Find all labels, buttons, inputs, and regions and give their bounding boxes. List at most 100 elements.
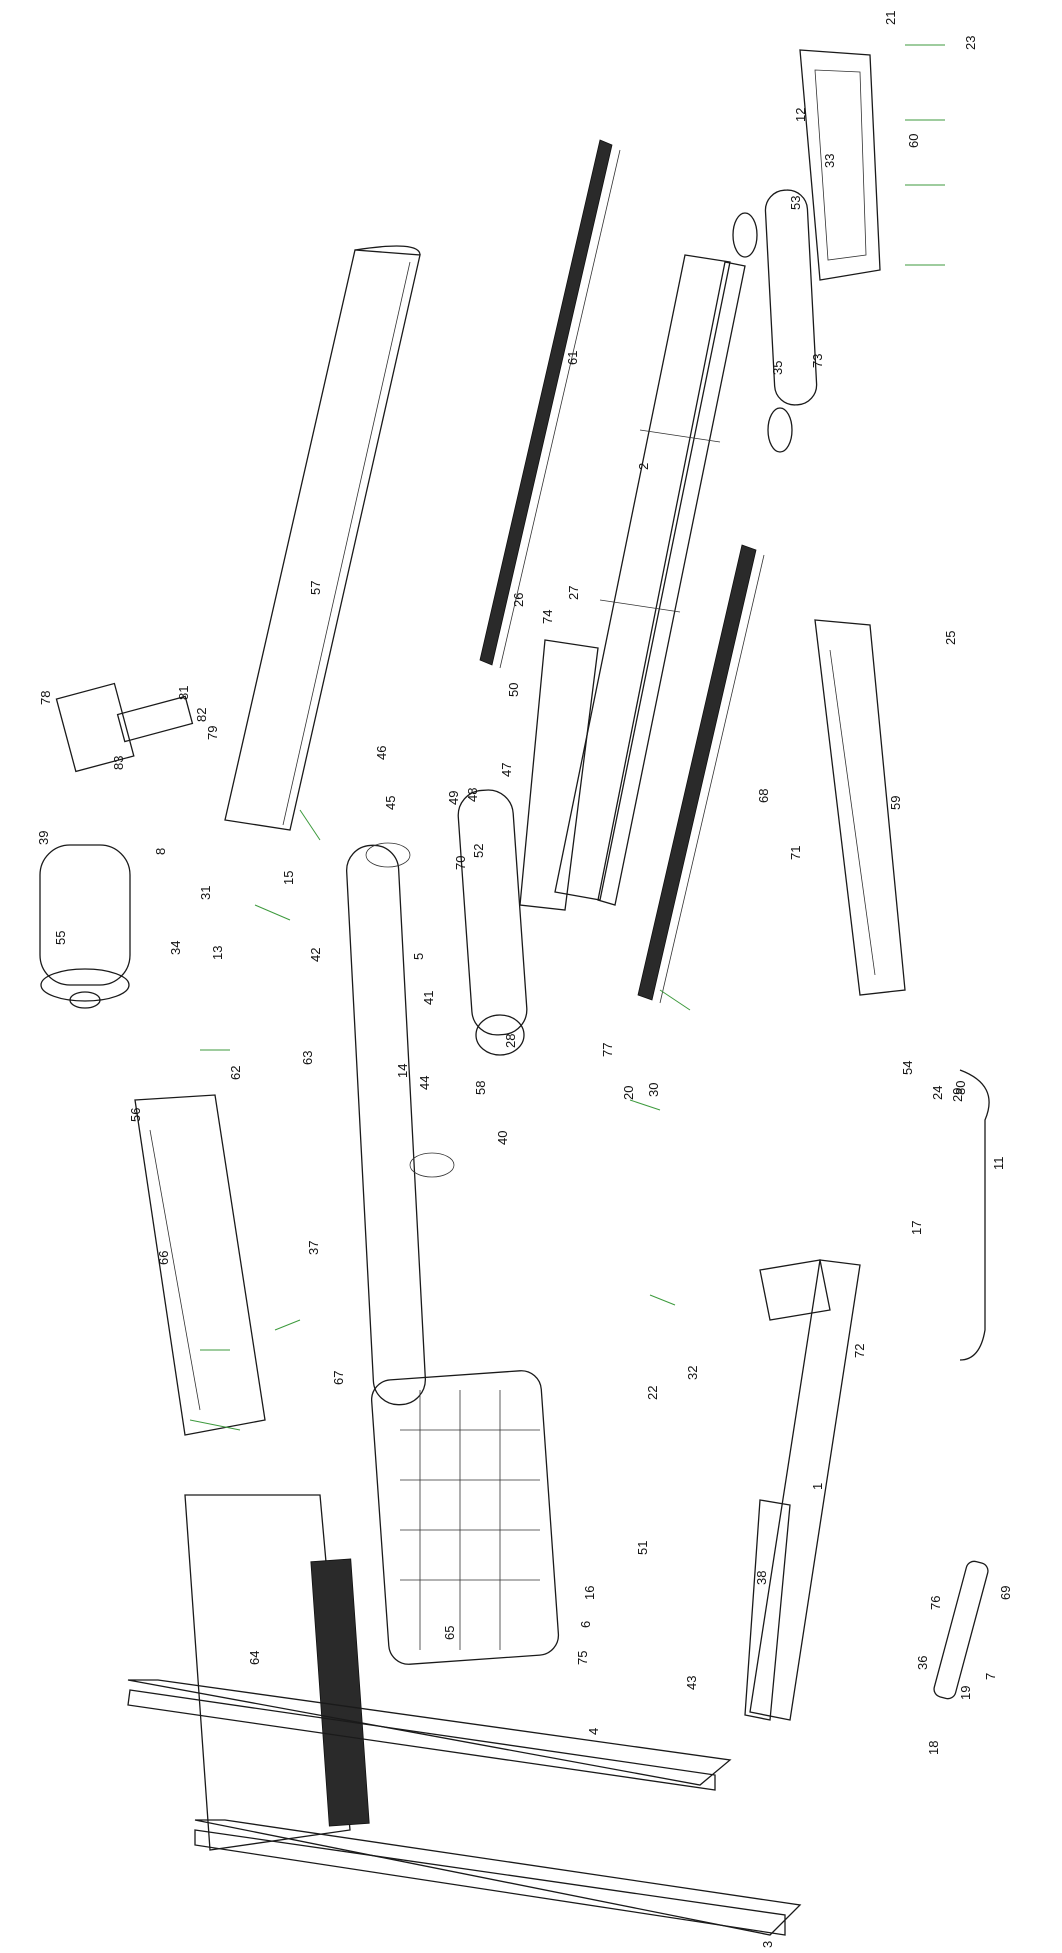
callout-58: 58 [473, 1081, 488, 1095]
callout-45: 45 [383, 796, 398, 810]
callout-68: 68 [756, 789, 771, 803]
callout-37: 37 [306, 1241, 321, 1255]
rear-roller [457, 789, 528, 1056]
callout-57: 57 [308, 581, 323, 595]
callout-4: 4 [586, 1728, 601, 1735]
callout-65: 65 [442, 1626, 457, 1640]
grid-plate [370, 1370, 560, 1665]
callout-29: 29 [950, 1088, 965, 1102]
callout-75: 75 [575, 1651, 590, 1665]
callout-20: 20 [621, 1086, 636, 1100]
callout-76: 76 [928, 1596, 943, 1610]
callout-6: 6 [578, 1621, 593, 1628]
side-rail-upper [479, 139, 621, 669]
callout-54: 54 [900, 1061, 915, 1075]
callout-21: 21 [883, 11, 898, 25]
callout-17: 17 [909, 1221, 924, 1235]
callout-23: 23 [963, 36, 978, 50]
callout-34: 34 [168, 941, 183, 955]
callout-8: 8 [153, 848, 168, 855]
callout-77: 77 [600, 1043, 615, 1057]
callout-55: 55 [53, 931, 68, 945]
callout-44: 44 [417, 1076, 432, 1090]
callout-60: 60 [906, 134, 921, 148]
callout-38: 38 [754, 1571, 769, 1585]
running-deck [224, 245, 421, 831]
incline-leg-bar [959, 1069, 990, 1361]
callout-26: 26 [511, 593, 526, 607]
callout-19: 19 [958, 1686, 973, 1700]
main-frame [519, 254, 746, 911]
callout-81: 81 [176, 686, 191, 700]
callout-83: 83 [111, 756, 126, 770]
side-platform [814, 619, 906, 996]
drive-motor [39, 844, 131, 1009]
callout-39: 39 [36, 831, 51, 845]
callout-15: 15 [281, 871, 296, 885]
callout-31: 31 [198, 886, 213, 900]
callout-35: 35 [770, 361, 785, 375]
callout-27: 27 [566, 586, 581, 600]
callout-1: 1 [810, 1483, 825, 1490]
callout-22: 22 [645, 1386, 660, 1400]
callout-80: 80 [953, 1081, 968, 1095]
callout-51: 51 [635, 1541, 650, 1555]
callout-71: 71 [788, 846, 803, 860]
callout-82: 82 [194, 708, 209, 722]
callout-49: 49 [446, 791, 461, 805]
callout-73: 73 [810, 354, 825, 368]
callout-5: 5 [411, 953, 426, 960]
callout-46: 46 [374, 746, 389, 760]
callout-7: 7 [983, 1673, 998, 1680]
callout-25: 25 [943, 631, 958, 645]
end-cap-frame [799, 49, 881, 281]
callout-24: 24 [930, 1086, 945, 1100]
callout-63: 63 [300, 1051, 315, 1065]
base-plate [184, 1494, 370, 1851]
callout-59: 59 [888, 796, 903, 810]
callout-36: 36 [915, 1656, 930, 1670]
callout-67: 67 [331, 1371, 346, 1385]
upright-post-front [127, 1679, 732, 1791]
callout-labels: 1 2 3 4 5 6 7 8 11 12 13 14 15 16 17 18 … [36, 11, 1013, 1948]
callout-62: 62 [228, 1066, 243, 1080]
callout-40: 40 [495, 1131, 510, 1145]
callout-42: 42 [308, 948, 323, 962]
callout-33: 33 [822, 154, 837, 168]
callout-3: 3 [760, 1941, 775, 1948]
callout-47: 47 [499, 763, 514, 777]
callout-32: 32 [685, 1366, 700, 1380]
front-roller [732, 189, 818, 453]
callout-79: 79 [205, 726, 220, 740]
incline-motor [55, 682, 194, 773]
lower-frame [744, 1259, 861, 1721]
callout-12: 12 [793, 108, 808, 122]
callout-74: 74 [540, 610, 555, 624]
callout-41: 41 [421, 991, 436, 1005]
leader-lines [189, 44, 945, 1431]
callout-13: 13 [210, 946, 225, 960]
side-rail-lower [637, 544, 765, 1004]
callout-56: 56 [128, 1108, 143, 1122]
callout-11: 11 [991, 1157, 1006, 1171]
callout-52: 52 [471, 844, 486, 858]
callout-30: 30 [646, 1083, 661, 1097]
cross-tube [346, 842, 455, 1406]
callout-61: 61 [565, 351, 580, 365]
callout-50: 50 [506, 683, 521, 697]
callout-18: 18 [926, 1741, 941, 1755]
callout-16: 16 [582, 1586, 597, 1600]
callout-69: 69 [998, 1586, 1013, 1600]
callout-53: 53 [788, 196, 803, 210]
callout-70: 70 [453, 856, 468, 870]
callout-14: 14 [395, 1064, 410, 1078]
callout-48: 48 [465, 788, 480, 802]
callout-64: 64 [247, 1651, 262, 1665]
callout-66: 66 [156, 1251, 171, 1265]
callout-78: 78 [38, 691, 53, 705]
callout-2: 2 [636, 463, 651, 470]
motor-cover [134, 1094, 266, 1436]
callout-28: 28 [503, 1034, 518, 1048]
